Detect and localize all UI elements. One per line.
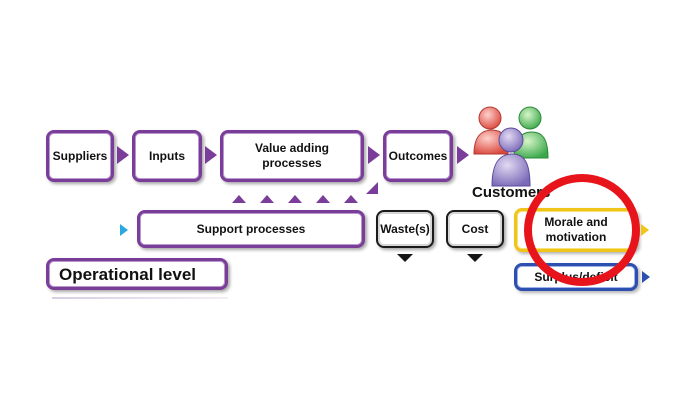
support-up-arrow-3 [288,195,302,203]
support-up-arrow-1 [232,195,246,203]
cost-down-arrow [467,254,483,262]
support-up-arrow-2 [260,195,274,203]
cost-box: Cost [446,210,504,248]
highlight-circle [524,174,640,286]
arrow-suppliers-to-inputs [117,146,129,164]
arrow-outcomes-to-customers [457,146,469,164]
morale-motivation-box: Morale and motivation [514,208,638,252]
operational-level-box: Operational level [46,258,228,290]
support-up-arrow-4 [316,195,330,203]
morale-right-arrow [641,224,649,236]
customers-icon [473,106,549,187]
arrow-inputs-to-value-adding [205,146,217,164]
suppliers-box: Suppliers [46,130,114,182]
surplus-right-arrow [642,271,650,283]
wastes-box: Waste(s) [376,210,434,248]
arrow-value-adding-to-outcomes [368,146,380,164]
support-up-arrow-5 [344,195,358,203]
operational-level-underline [52,297,228,299]
wastes-down-arrow [397,254,413,262]
support-incoming-arrow [120,224,128,236]
inputs-box: Inputs [132,130,202,182]
customers-label: Customers [472,184,551,201]
support-corner-arrow [366,182,378,194]
value-adding-processes-box: Value adding processes [220,130,364,182]
support-processes-box: Support processes [137,210,365,248]
outcomes-box: Outcomes [383,130,453,182]
